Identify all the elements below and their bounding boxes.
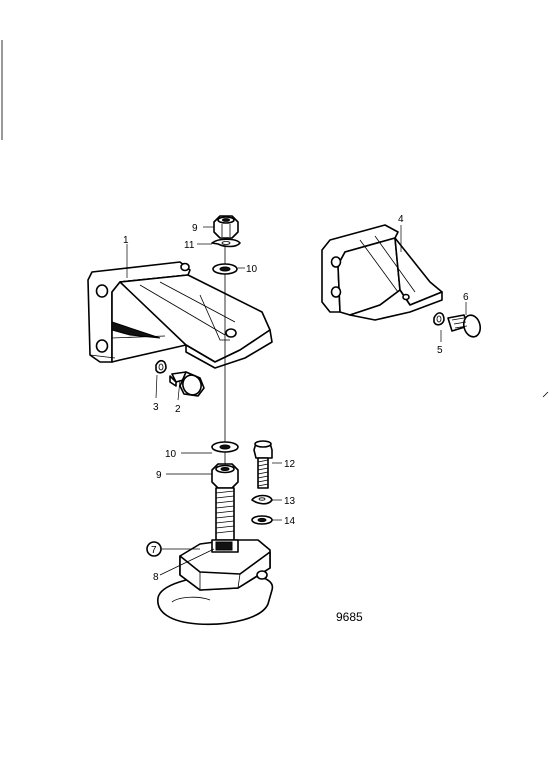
spring-washer-part-11 xyxy=(211,238,241,248)
callout-5: 5 xyxy=(437,345,443,356)
spring-washer-part-13 xyxy=(251,494,273,505)
washer-part-10-upper xyxy=(212,263,238,275)
bracket-part-4 xyxy=(321,224,443,321)
bolt-part-12 xyxy=(253,440,273,489)
rubber-mount-part-7 xyxy=(157,539,274,626)
callout-3: 3 xyxy=(153,402,159,413)
bolt-part-2 xyxy=(169,371,205,397)
leader-lines xyxy=(126,225,467,576)
callout-14: 14 xyxy=(284,516,296,527)
callout-8: 8 xyxy=(153,572,159,583)
figure-number: 9685 xyxy=(336,610,363,624)
callout-11: 11 xyxy=(184,240,195,251)
callout-7: 7 xyxy=(151,545,157,556)
callout-4: 4 xyxy=(398,214,404,225)
stud-part-8 xyxy=(211,487,239,553)
bolt-part-6 xyxy=(447,314,482,338)
callout-12: 12 xyxy=(284,459,296,470)
nut-part-9-lower xyxy=(211,463,239,489)
callout-1: 1 xyxy=(123,235,129,246)
callout-9-lower: 9 xyxy=(156,470,162,481)
callout-2: 2 xyxy=(175,404,181,415)
callout-circle-7 xyxy=(146,541,162,557)
lock-washer-part-5 xyxy=(433,312,445,326)
callout-13: 13 xyxy=(284,496,296,507)
nut-part-9-upper xyxy=(213,215,239,239)
lock-washer-part-3 xyxy=(155,359,167,374)
callout-6: 6 xyxy=(463,292,469,303)
stray-mark xyxy=(542,391,549,398)
washer-part-10-lower xyxy=(211,441,239,453)
callout-10-lower: 10 xyxy=(165,449,177,460)
callout-10-upper: 10 xyxy=(246,264,258,275)
washer-part-14 xyxy=(251,515,273,525)
bracket-part-1 xyxy=(87,261,273,369)
callout-9-upper: 9 xyxy=(192,223,198,234)
